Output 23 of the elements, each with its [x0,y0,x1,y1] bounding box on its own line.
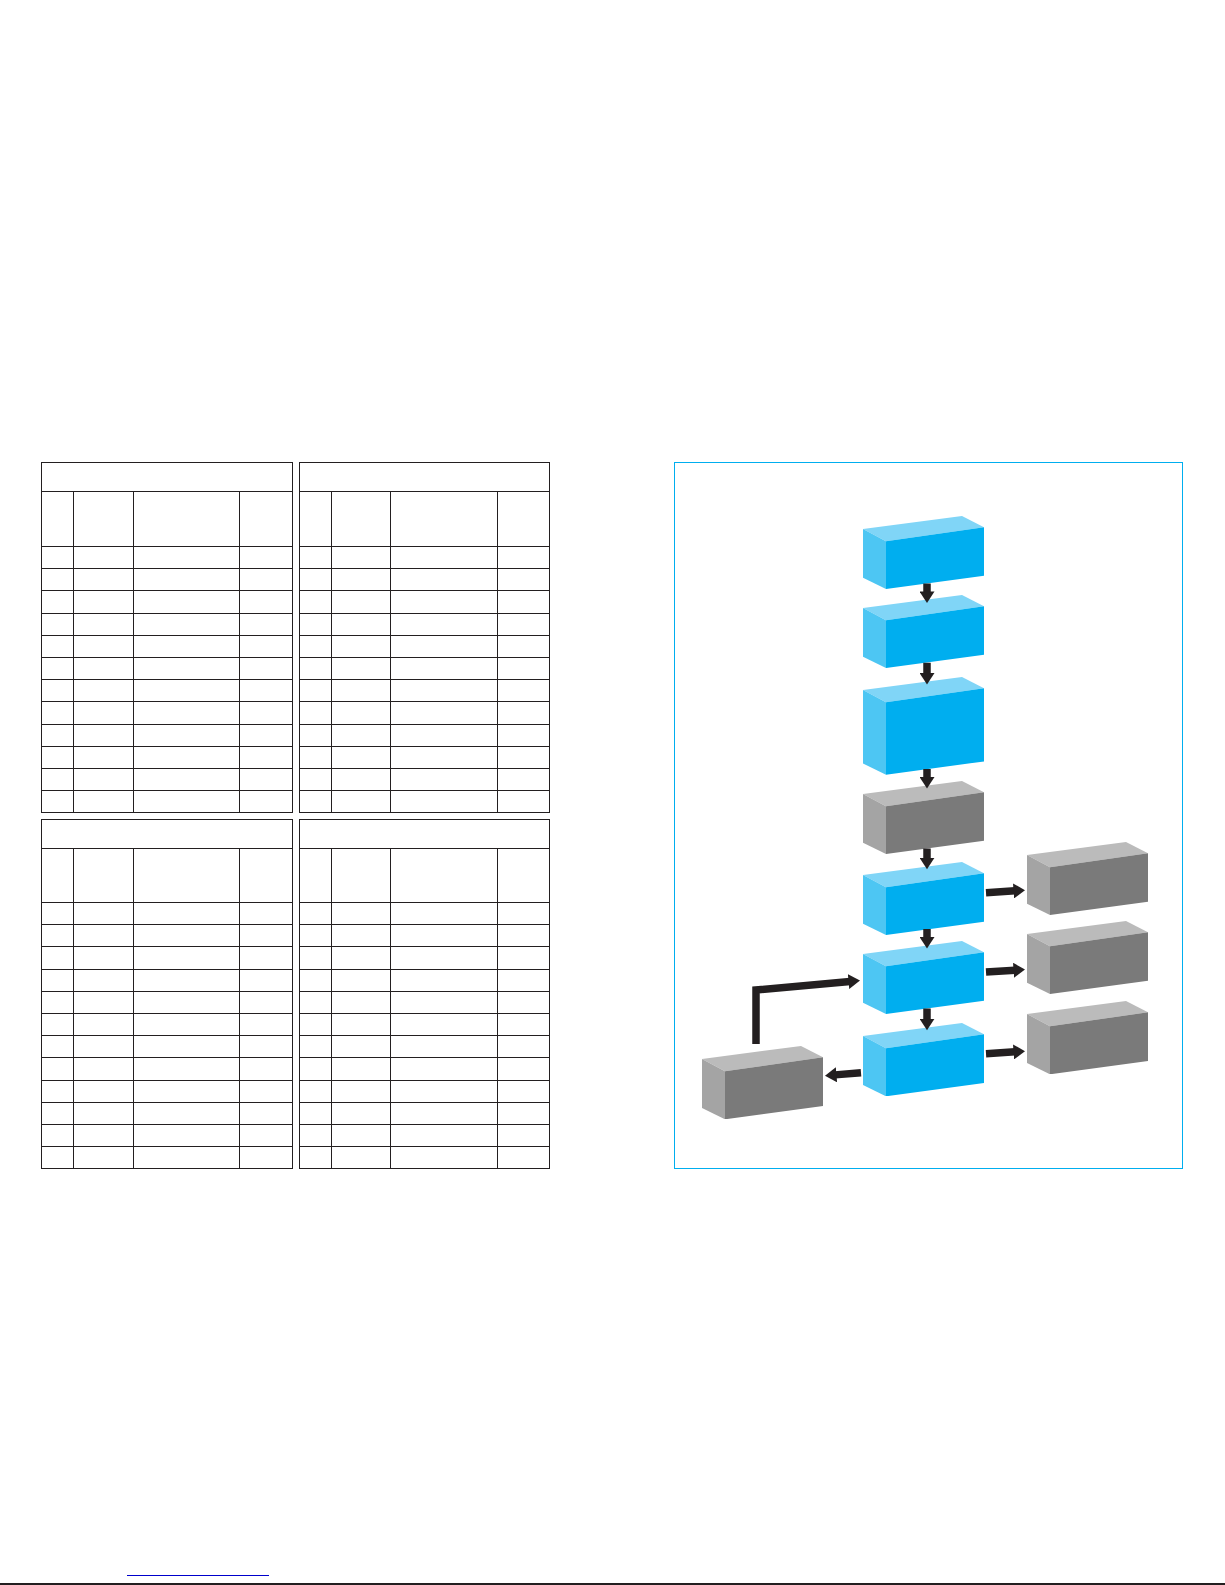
cuboid-block [863,516,984,589]
cuboid-block [863,595,984,669]
arrow [824,1067,862,1083]
cuboid-block [1027,841,1148,915]
arrow [919,1008,935,1031]
arrow [919,848,935,870]
cuboid-block [863,1022,984,1096]
cuboid-block [863,781,984,854]
arrow [919,662,935,685]
arrow [919,769,935,789]
cuboid-block [1027,1001,1148,1075]
cuboid-block [702,1046,823,1120]
cuboid-block [1027,921,1148,995]
arrow [985,883,1026,899]
arrow [985,1044,1026,1060]
arrow [985,962,1026,978]
diagram-frame [674,462,1183,1169]
arrow [919,929,935,949]
arrow [919,583,935,603]
arrow [752,974,861,1044]
cuboid-block [863,861,984,935]
cuboid-block [863,677,984,775]
cuboid-block [863,941,984,1014]
